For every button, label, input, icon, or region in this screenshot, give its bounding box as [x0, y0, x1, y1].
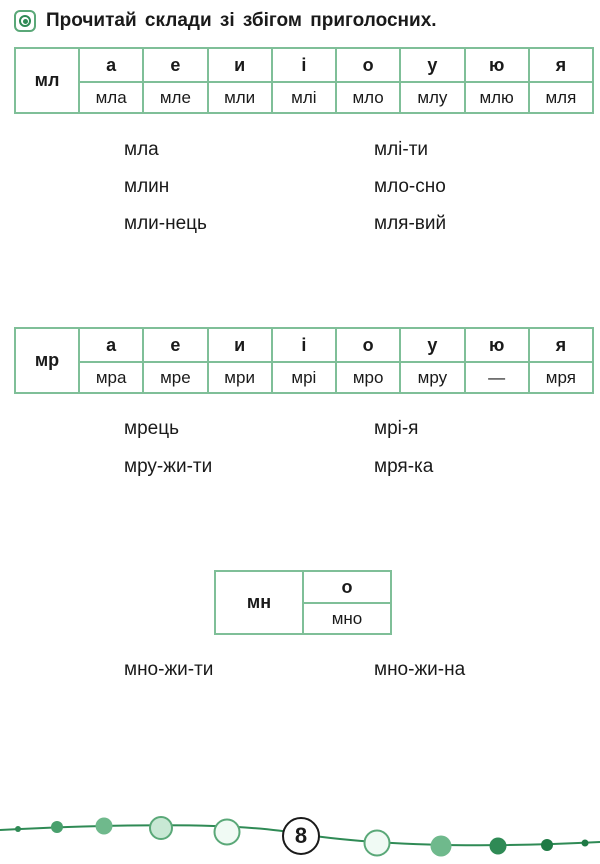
vowel-cell: о: [334, 327, 402, 363]
syllable-cell: мря: [527, 361, 595, 394]
radio-bullet-icon: [14, 10, 36, 32]
syllable-cell: мро: [334, 361, 402, 394]
word-mr-right-2: мря-ка: [374, 456, 434, 477]
word-ml-left-2: млин: [124, 176, 170, 197]
syllable-cell: млі: [270, 81, 338, 114]
vowel-cell: а: [77, 327, 145, 363]
syllable-cell: мла: [77, 81, 145, 114]
word-mr-left-2: мру-жи-ти: [124, 456, 213, 477]
word-mn-right-1: мно-жи-на: [374, 659, 466, 680]
vowel-cell: а: [77, 47, 145, 83]
word-ml-left-3: мли-нець: [124, 213, 207, 234]
syllable-table-mn: мн о мно: [214, 570, 392, 635]
consonant-cell: мн: [214, 570, 304, 635]
vowel-cell: о: [334, 47, 402, 83]
syllable-cell: мле: [142, 81, 209, 114]
syllable-cell: млу: [399, 81, 466, 114]
vowel-cell: и: [206, 327, 273, 363]
vowel-cell: і: [270, 327, 338, 363]
footer-beads-decoration: [0, 816, 600, 857]
word-ml-left-1: мла: [124, 139, 159, 160]
word-mr-right-1: мрі-я: [374, 418, 419, 439]
vowel-cell: у: [399, 327, 466, 363]
syllable-cell: мли: [206, 81, 273, 114]
syllable-cell: млю: [463, 81, 530, 114]
syllable-cell: мля: [527, 81, 595, 114]
syllable-table-ml: мл а е и і о у ю я мла мле мли млі мло м…: [14, 47, 595, 114]
syllable-cell: мри: [206, 361, 273, 394]
vowel-cell: я: [527, 47, 595, 83]
consonant-cell: мр: [14, 327, 80, 394]
vowel-cell: е: [142, 47, 209, 83]
vowel-cell: о: [302, 570, 392, 604]
syllable-cell: мру: [399, 361, 466, 394]
vowel-cell: і: [270, 47, 338, 83]
exercise-header: Прочитай склади зі збігом приголосних.: [14, 10, 437, 32]
consonant-cell: мл: [14, 47, 80, 114]
word-mr-left-1: мрець: [124, 418, 179, 439]
syllable-cell: мно: [302, 602, 392, 635]
instruction-text: Прочитай склади зі збігом приголосних.: [46, 10, 437, 31]
syllable-cell: мре: [142, 361, 209, 394]
vowel-cell: и: [206, 47, 273, 83]
syllable-cell: мрі: [270, 361, 338, 394]
vowel-cell: у: [399, 47, 466, 83]
vowel-cell: ю: [463, 47, 530, 83]
syllable-cell: —: [463, 361, 530, 394]
syllable-table-mr: мр а е и і о у ю я мра мре мри мрі мро м…: [14, 327, 595, 394]
syllable-cell: мра: [77, 361, 145, 394]
word-ml-right-2: мло-сно: [374, 176, 446, 197]
page-number: 8: [282, 817, 320, 855]
word-ml-right-3: мля-вий: [374, 213, 447, 234]
word-ml-right-1: млі-ти: [374, 139, 429, 160]
page-footer: 8: [0, 800, 600, 859]
syllable-cell: мло: [334, 81, 402, 114]
vowel-cell: я: [527, 327, 595, 363]
vowel-cell: ю: [463, 327, 530, 363]
word-mn-left-1: мно-жи-ти: [124, 659, 214, 680]
vowel-cell: е: [142, 327, 209, 363]
